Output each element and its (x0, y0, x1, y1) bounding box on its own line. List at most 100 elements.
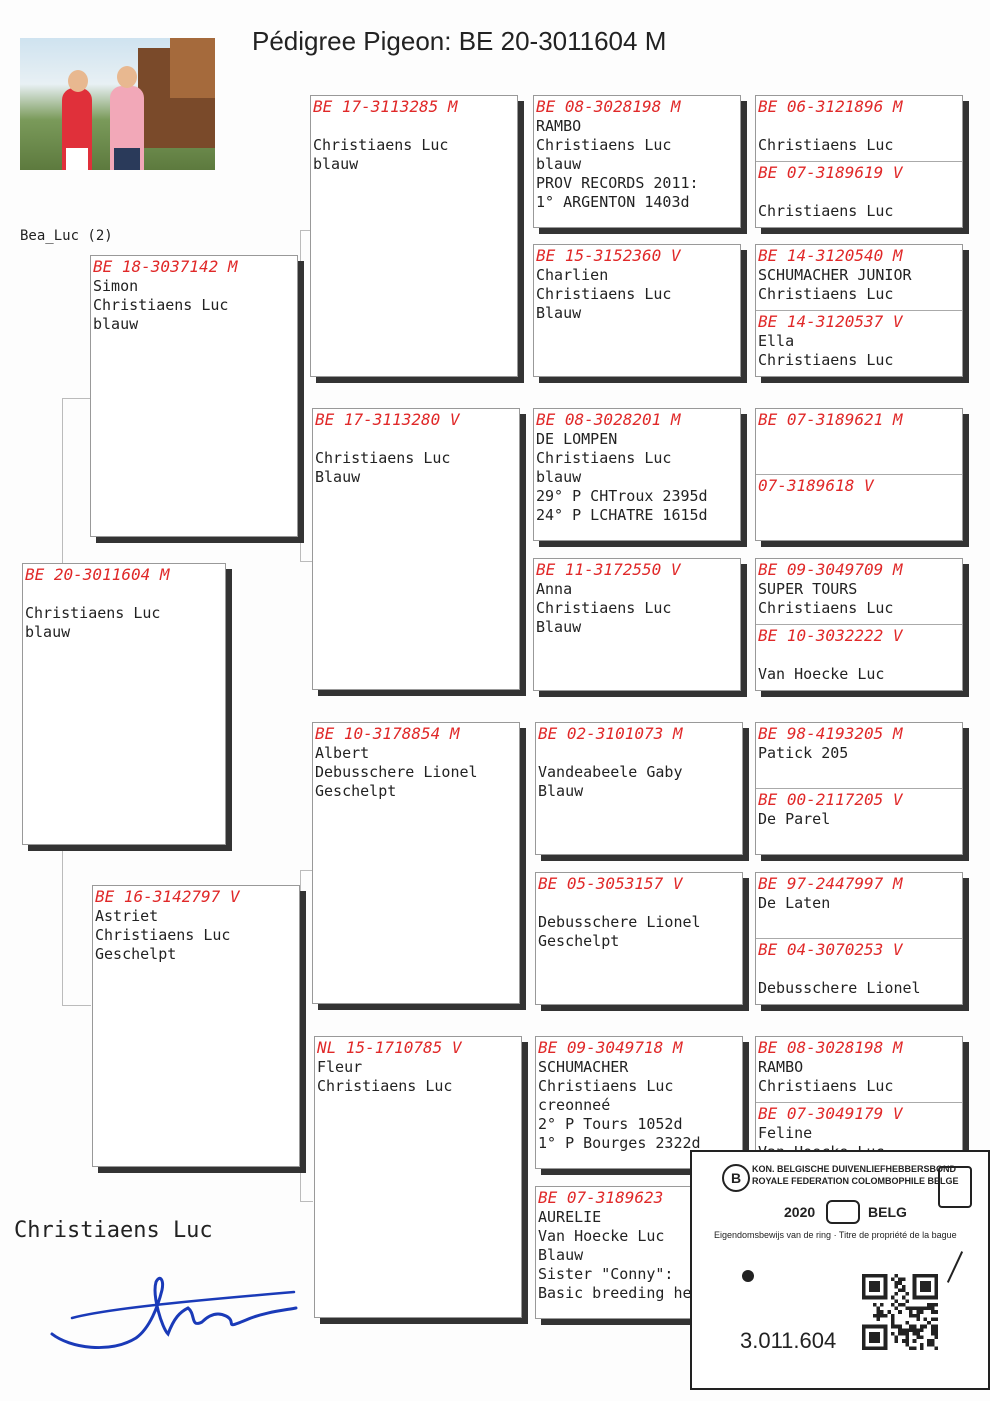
ring-number: BE 08-3028198 M (536, 97, 681, 116)
pigeon-detail-line: Christiaens Luc (95, 926, 231, 944)
pigeon-detail-line: Ella (758, 331, 795, 350)
pigeon-detail-line: Patick 205 (758, 744, 849, 762)
ring-number: BE 02-3101073 M (538, 724, 683, 743)
ring-number: BE 18-3037142 M (93, 257, 238, 276)
pigeon-detail-line: 1° P Bourges 2322d (538, 1134, 701, 1152)
loft-label: Bea_Luc (2) (20, 228, 113, 244)
ring-number: BE 16-3142797 V (95, 887, 240, 906)
ring-number: BE 00-2117205 V (758, 789, 903, 809)
ring-number: BE 98-4193205 M (758, 724, 903, 743)
pigeon-detail-line: Vandeabeele Gaby (538, 763, 683, 781)
pigeon-detail-line: Basic breeding hen (538, 1284, 701, 1302)
pigeon-detail-line: RAMBO (536, 117, 582, 135)
pigeon-detail-line: Christiaens Luc (758, 201, 894, 220)
pigeon-detail-line: blauw (93, 315, 139, 333)
ring-number: BE 08-3028198 M (758, 1038, 903, 1057)
pigeon-detail-line: Debusschere Lionel (538, 913, 701, 931)
pigeon-detail-line: Christiaens Luc (758, 1077, 894, 1095)
pigeon-detail-line: Christiaens Luc (536, 136, 672, 154)
pigeon-detail-line (23, 585, 225, 604)
pigeon-detail-line: blauw (536, 155, 582, 173)
ring-number: BE 17-3113285 M (313, 97, 458, 116)
pigeon-detail-line: SCHUMACHER JUNIOR (758, 266, 912, 284)
ring-number: NL 15-1710785 V (317, 1038, 462, 1057)
pigeon-detail-line: Christiaens Luc (25, 604, 161, 622)
pigeon-detail-line: SCHUMACHER (538, 1058, 629, 1076)
card-g3-top[interactable]: BE 07-3189621 M (756, 409, 962, 475)
cert-country: BELG (868, 1204, 907, 1220)
pigeon-detail-line: Christiaens Luc (536, 599, 672, 617)
ring-number: BE 04-3070253 V (758, 939, 903, 959)
pigeon-detail-line: Christiaens Luc (758, 285, 894, 303)
ring-number: BE 15-3152360 V (536, 246, 681, 265)
pigeon-detail-line (536, 744, 742, 763)
crown-icon (826, 1200, 860, 1224)
cert-org-fr: ROYALE FEDERATION COLOMBOPHILE BELGE (752, 1176, 959, 1186)
pigeon-detail-line: Van Hoecke Luc (758, 664, 885, 683)
pigeon-detail-line: blauw (25, 623, 71, 641)
ring-number: BE 11-3172550 V (536, 560, 681, 579)
card-g3-bottom[interactable]: 07-3189618 V (756, 475, 962, 541)
pigeon-detail-line: Christiaens Luc (758, 136, 894, 154)
pigeon-detail-line: Blauw (538, 782, 584, 800)
ring-number: BE 10-3178854 M (315, 724, 460, 743)
pigeon-detail-line: Christiaens Luc (315, 449, 451, 467)
pigeon-detail-line: Christiaens Luc (317, 1077, 453, 1095)
pigeon-detail-line: Blauw (536, 304, 582, 322)
pigeon-detail-line: Christiaens Luc (536, 449, 672, 467)
ring-number: BE 20-3011604 M (25, 565, 170, 584)
pigeon-detail-line: Astriet (95, 907, 159, 925)
cert-ring-number: 3.011.604 (740, 1328, 837, 1353)
pigeon-detail-line (756, 117, 962, 136)
pigeon-detail-line: Charlien (536, 266, 609, 284)
pigeon-detail-line: creonneé (538, 1096, 611, 1114)
connector-mother (300, 870, 313, 1202)
pigeon-detail-line: Christiaens Luc (758, 599, 894, 617)
pigeon-detail-line: 2° P Tours 1052d (538, 1115, 683, 1133)
ring-number: BE 07-3189623 (538, 1188, 664, 1207)
pigeon-detail-line (313, 430, 519, 449)
pigeon-detail-line: Christiaens Luc (758, 350, 894, 369)
ring-number: BE 10-3032222 V (758, 625, 903, 645)
ring-number: BE 97-2447997 M (758, 874, 903, 893)
pigeon-detail-line: Sister "Conny": (538, 1265, 674, 1283)
pigeon-detail-line: Van Hoecke Luc (538, 1227, 665, 1245)
pigeon-detail-line: Christiaens Luc (93, 296, 229, 314)
card-g4-bottom[interactable]: BE 10-3032222 V Van Hoecke Luc (756, 625, 962, 691)
pigeon-detail-line: Blauw (538, 1246, 584, 1264)
pigeon-detail-line: 29° P CHTroux 2395d (536, 487, 708, 505)
card-g3[interactable]: BE 07-3189621 M 07-3189618 V (755, 408, 963, 541)
rfcb-logo-icon (938, 1166, 972, 1208)
pigeon-detail-line: Feline (758, 1123, 813, 1142)
pigeon-detail-line: blauw (313, 155, 359, 173)
